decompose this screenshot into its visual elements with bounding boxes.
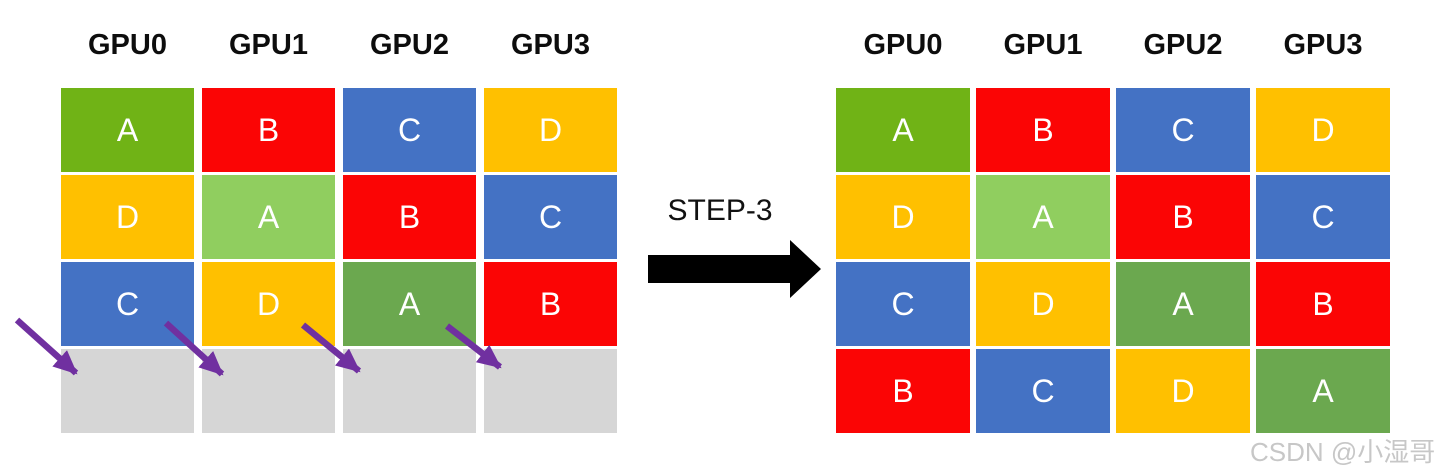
gpu-column-header: GPU2: [370, 29, 449, 61]
empty-block: [484, 349, 617, 433]
memory-block: B: [1256, 262, 1390, 346]
memory-block: D: [1116, 349, 1250, 433]
gpu-column-header: GPU3: [511, 29, 590, 61]
left-grid-headers: GPU0 GPU1 GPU2 GPU3: [61, 30, 617, 60]
right-arrow-icon: [648, 240, 821, 298]
memory-block: C: [61, 262, 194, 346]
memory-block: D: [484, 88, 617, 172]
gpu-column-header: GPU1: [229, 29, 308, 61]
memory-block: D: [202, 262, 335, 346]
gpu-column-header: GPU0: [88, 29, 167, 61]
memory-block: B: [202, 88, 335, 172]
memory-block: D: [836, 175, 970, 259]
memory-block: B: [1116, 175, 1250, 259]
memory-block: A: [1256, 349, 1390, 433]
empty-block: [202, 349, 335, 433]
memory-block: A: [976, 175, 1110, 259]
memory-block: C: [1116, 88, 1250, 172]
memory-block: B: [343, 175, 476, 259]
empty-block: [343, 349, 476, 433]
right-grid: A B C D D A B C C D A B B C D A: [836, 88, 1390, 433]
gpu-column-header: GPU3: [1283, 29, 1363, 61]
memory-block: A: [202, 175, 335, 259]
gpu-column-header: GPU2: [1143, 29, 1223, 61]
memory-block: C: [836, 262, 970, 346]
left-grid: A B C D D A B C C D A B: [61, 88, 617, 433]
memory-block: D: [61, 175, 194, 259]
memory-block: D: [976, 262, 1110, 346]
memory-block: C: [343, 88, 476, 172]
memory-block: C: [1256, 175, 1390, 259]
watermark: CSDN @小湿哥: [1250, 437, 1436, 467]
memory-block: A: [836, 88, 970, 172]
empty-block: [61, 349, 194, 433]
right-grid-headers: GPU0 GPU1 GPU2 GPU3: [836, 30, 1390, 60]
memory-block: A: [343, 262, 476, 346]
gpu-column-header: GPU1: [1003, 29, 1083, 61]
memory-block: C: [976, 349, 1110, 433]
memory-block: B: [484, 262, 617, 346]
memory-block: A: [61, 88, 194, 172]
step-label: STEP-3: [667, 194, 773, 227]
memory-block: B: [836, 349, 970, 433]
memory-block: A: [1116, 262, 1250, 346]
memory-block: B: [976, 88, 1110, 172]
memory-block: D: [1256, 88, 1390, 172]
memory-block: C: [484, 175, 617, 259]
gpu-column-header: GPU0: [863, 29, 943, 61]
